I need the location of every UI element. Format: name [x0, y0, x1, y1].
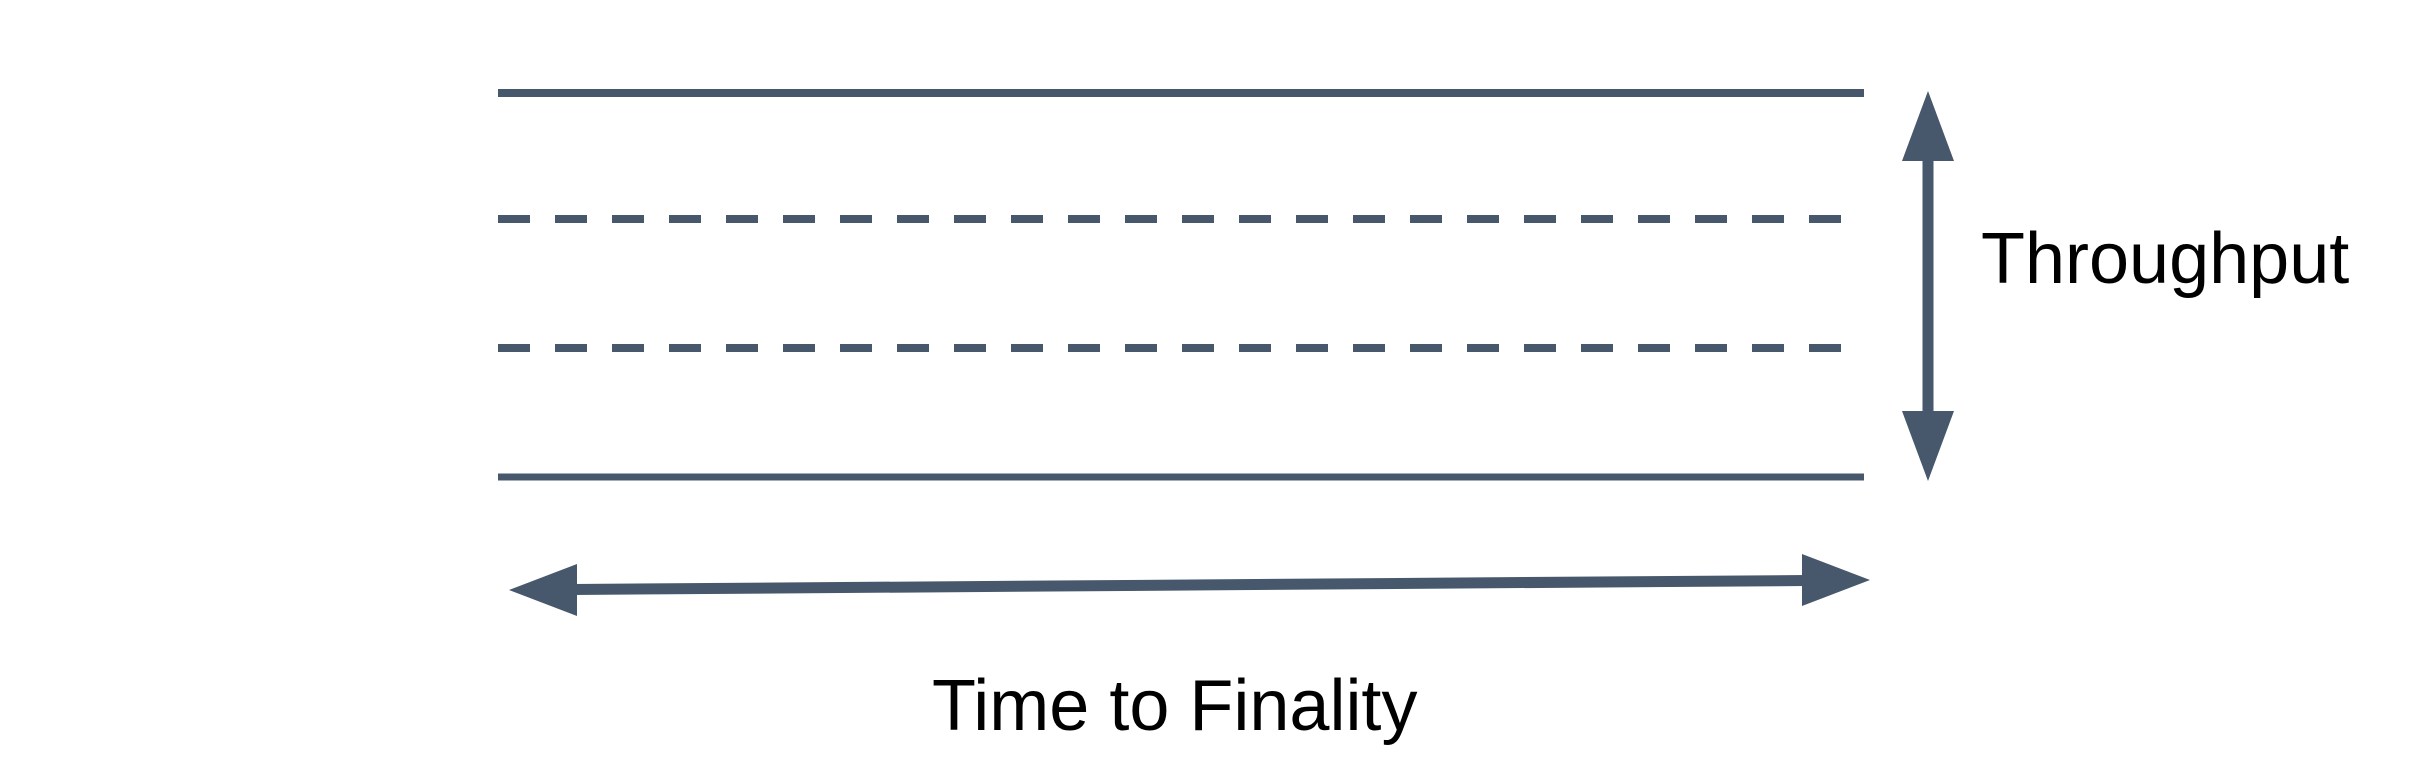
vertical-double-arrow-icon	[1902, 91, 1954, 481]
throughput-label: Throughput	[1981, 219, 2349, 299]
horizontal-arrow-left-head	[509, 564, 577, 616]
horizontal-arrow-shaft	[571, 575, 1808, 595]
time-to-finality-label: Time to Finality	[932, 666, 1417, 746]
vertical-arrow-bottom-head	[1902, 411, 1954, 481]
vertical-arrow-top-head	[1902, 91, 1954, 161]
horizontal-arrow-right-head	[1802, 554, 1870, 606]
horizontal-double-arrow-icon	[509, 554, 1870, 616]
